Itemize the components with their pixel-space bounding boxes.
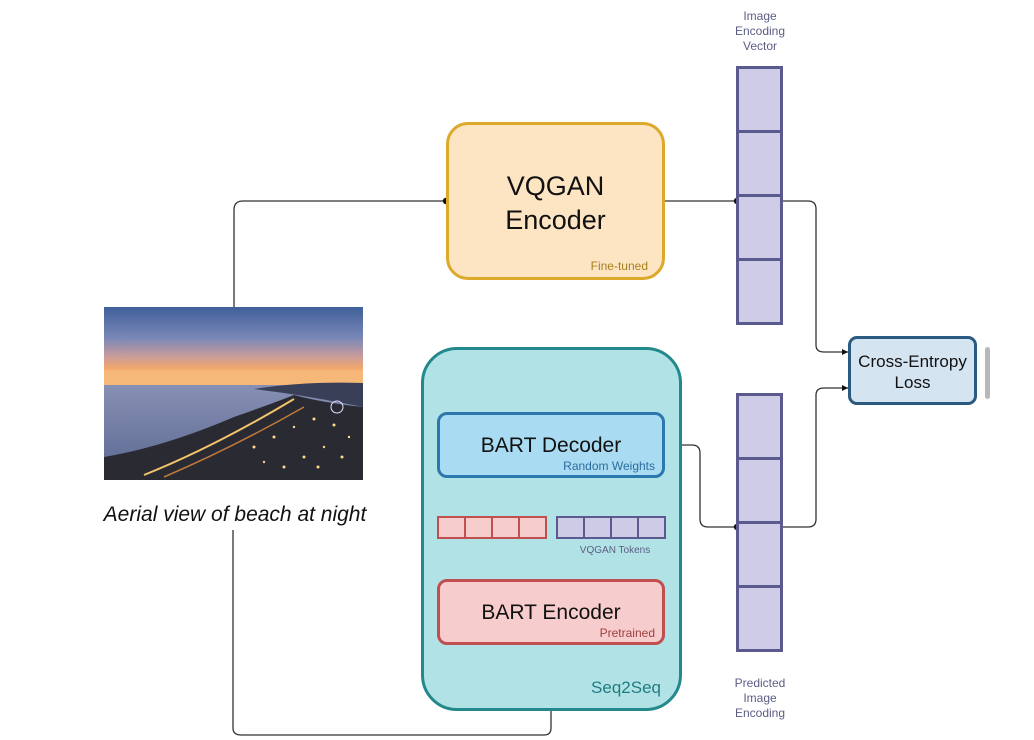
vqgan-encoder-tag: Fine-tuned — [590, 259, 648, 273]
connector-caption-to-encoder — [232, 530, 552, 736]
connector-pred-to-loss — [759, 387, 848, 528]
bart-encoder-title: BART Encoder — [481, 601, 621, 624]
text-token-row — [437, 516, 547, 539]
vqgan-token — [583, 516, 612, 539]
beach-photo-image — [104, 307, 363, 480]
vqgan-tokens-label: VQGAN Tokens — [579, 545, 651, 556]
connector-decoder-to-pred — [665, 444, 759, 528]
vqgan-title-line1: VQGAN — [506, 171, 605, 201]
arrowhead — [842, 385, 848, 391]
image-encoding-cell — [736, 194, 783, 261]
loss-title-line2: Loss — [894, 373, 931, 392]
image-encoding-label-line: Encoding — [734, 24, 786, 38]
vqgan-title-line2: Encoder — [505, 205, 606, 235]
loss-title: Cross-Entropy Loss — [851, 351, 974, 393]
seq2seq-tag: Seq2Seq — [591, 678, 661, 697]
image-encoding-label-line: Vector — [742, 39, 778, 53]
vqgan-token-row — [556, 516, 666, 539]
predicted-encoding-label-line: Image — [743, 691, 777, 705]
image-encoding-vector — [736, 66, 783, 325]
predicted-encoding-cell — [736, 521, 783, 588]
connector-vector-to-loss — [759, 200, 848, 353]
text-token — [437, 516, 466, 539]
scrollbar-handle[interactable] — [985, 347, 990, 399]
image-caption: Aerial view of beach at night — [103, 503, 367, 526]
arrowhead — [842, 349, 848, 355]
cross-entropy-loss-block: Cross-Entropy Loss — [848, 336, 977, 405]
text-token — [464, 516, 493, 539]
bart-decoder-tag: Random Weights — [563, 459, 655, 473]
input-photo — [104, 307, 363, 480]
image-encoding-cell — [736, 258, 783, 325]
vqgan-token — [610, 516, 639, 539]
loss-title-line1: Cross-Entropy — [858, 352, 967, 371]
bart-encoder-tag: Pretrained — [599, 626, 655, 640]
image-encoding-cell — [736, 130, 783, 197]
bart-decoder-block: BART Decoder Random Weights — [437, 412, 665, 478]
connector-photo-to-vqgan — [233, 200, 446, 307]
bart-encoder-block: BART Encoder Pretrained — [437, 579, 665, 645]
vqgan-token — [556, 516, 585, 539]
predicted-encoding-label-line: Predicted — [734, 676, 786, 690]
predicted-image-encoding-vector — [736, 393, 783, 652]
bart-decoder-title: BART Decoder — [480, 434, 622, 457]
text-token — [491, 516, 520, 539]
predicted-encoding-cell — [736, 393, 783, 460]
vqgan-token — [637, 516, 666, 539]
image-encoding-cell — [736, 66, 783, 133]
vqgan-encoder-block: VQGAN Encoder Fine-tuned — [446, 122, 665, 280]
image-encoding-label-line: Image — [743, 9, 777, 23]
vqgan-encoder-title: VQGAN Encoder — [449, 169, 662, 237]
predicted-encoding-cell — [736, 585, 783, 652]
predicted-encoding-label-line: Encoding — [734, 706, 786, 720]
predicted-encoding-cell — [736, 457, 783, 524]
text-token — [518, 516, 547, 539]
